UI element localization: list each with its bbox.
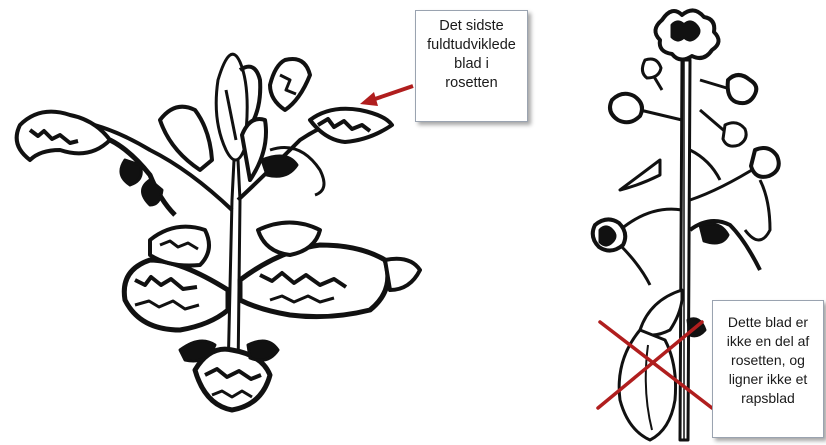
callout-line: ligner ikke et <box>713 370 823 389</box>
callout-line: rosetten, og <box>713 351 823 370</box>
callout-last-leaf: Det sidste fuldtudviklede blad i rosette… <box>415 10 528 122</box>
callout-line: Det sidste <box>416 17 527 36</box>
callout-line: Dette blad er <box>713 313 823 332</box>
rosette-plant <box>17 54 420 410</box>
arrow-to-leaf <box>360 86 413 106</box>
callout-not-rosette: Dette blad er ikke en del af rosetten, o… <box>712 300 824 438</box>
callout-line: ikke en del af <box>713 332 823 351</box>
callout-line: rosetten <box>416 74 527 93</box>
callout-line: blad i <box>416 55 527 74</box>
callout-line: fuldtudviklede <box>416 36 527 55</box>
callout-line: rapsblad <box>713 389 823 408</box>
